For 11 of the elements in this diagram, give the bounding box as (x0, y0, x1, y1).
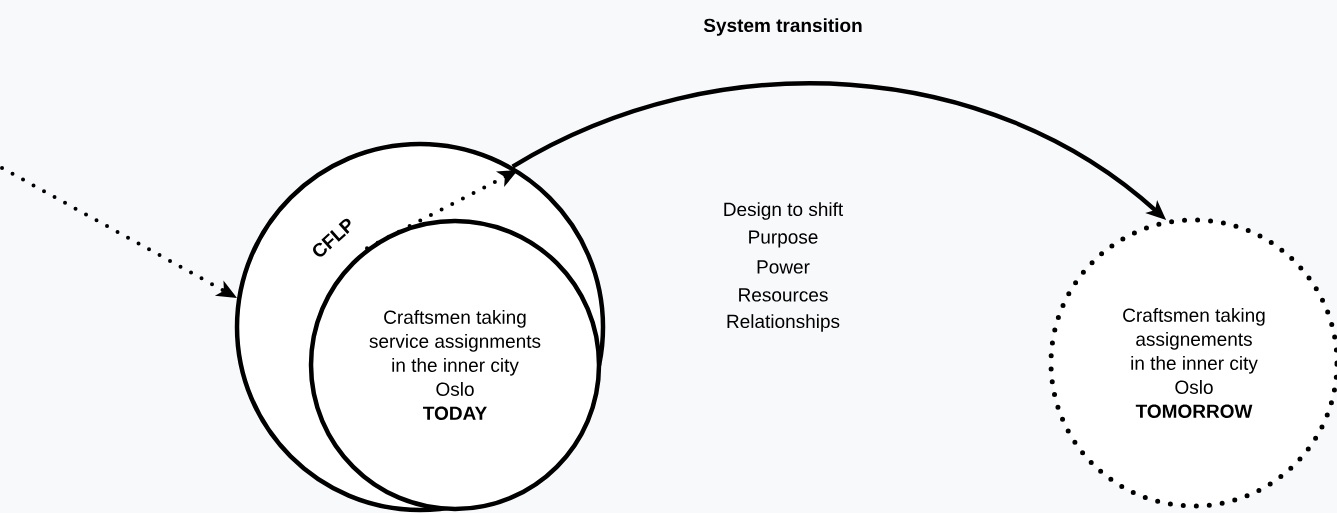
list-item: Purpose (749, 230, 818, 248)
node-label: Oslo (436, 382, 474, 396)
title: System transition (703, 18, 862, 36)
node-label: Craftsmen taking (384, 310, 526, 328)
node-label: service assignments (369, 334, 541, 352)
node-label: in the inner city (392, 358, 519, 376)
node-label: TODAY (423, 406, 487, 420)
list-item: Design to shift (724, 202, 844, 220)
list-item: Power (757, 260, 810, 274)
list-item: Relationships (727, 314, 840, 332)
list-item: Resources (739, 288, 828, 302)
